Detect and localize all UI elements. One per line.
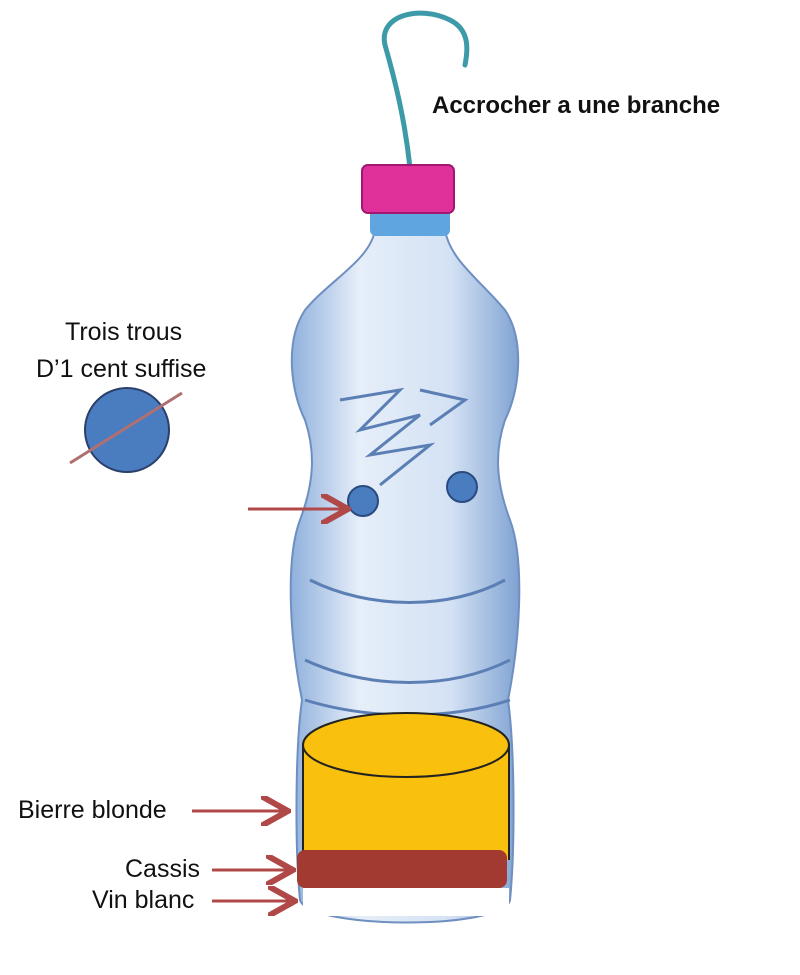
hole-note-line2: D’1 cent suffise bbox=[36, 355, 207, 383]
bottle-neck bbox=[370, 208, 450, 236]
coin-icon bbox=[84, 387, 170, 473]
bottle-ridges bbox=[304, 387, 511, 717]
hole-note-line1: Trois trous bbox=[65, 318, 183, 346]
cassis-label: Cassis bbox=[125, 855, 201, 883]
hole bbox=[446, 471, 478, 503]
hang-instruction: Accrocher a une branche bbox=[432, 92, 721, 119]
beer-label: Bierre blonde bbox=[18, 796, 167, 824]
coin-strike-line bbox=[69, 391, 183, 465]
hole bbox=[347, 485, 379, 517]
beer-surface bbox=[302, 712, 510, 778]
wine-layer bbox=[303, 888, 509, 916]
hook-wire bbox=[381, 10, 470, 171]
wine-label: Vin blanc bbox=[92, 886, 195, 914]
bottle-cap bbox=[361, 164, 455, 214]
cassis-layer bbox=[297, 850, 507, 888]
